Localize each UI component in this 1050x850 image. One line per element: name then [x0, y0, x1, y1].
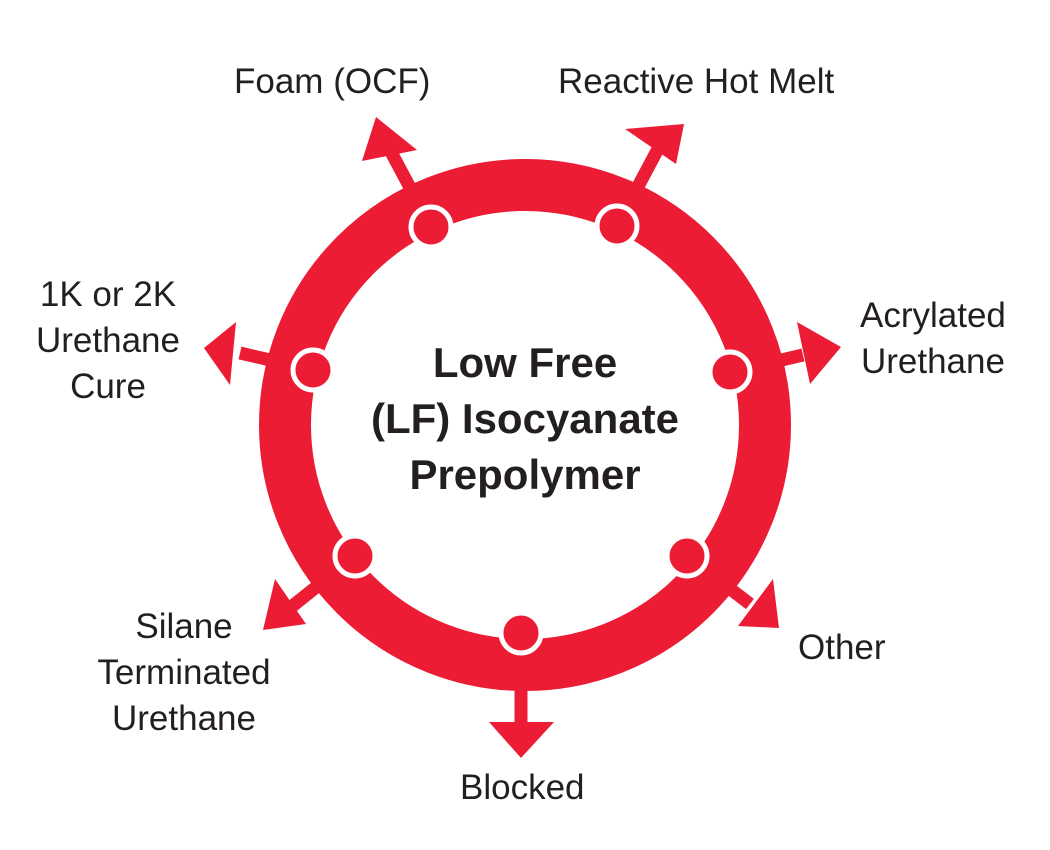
- label-reactive-hot-melt: Reactive Hot Melt: [558, 59, 834, 105]
- center-title: Low Free (LF) Isocyanate Prepolymer: [355, 335, 695, 503]
- label-line: Blocked: [460, 768, 585, 807]
- knob-silane-terminated-urethane: [332, 533, 378, 579]
- label-urethane-cure: 1K or 2K Urethane Cure: [22, 272, 194, 410]
- label-line: Acrylated: [860, 296, 1006, 335]
- label-line: Terminated: [97, 653, 271, 692]
- knob-reactive-hot-melt: [594, 203, 640, 249]
- center-title-line: Prepolymer: [409, 451, 641, 498]
- label-line: Silane: [135, 607, 233, 646]
- knob-acrylated-urethane: [707, 349, 753, 395]
- label-foam: Foam (OCF): [234, 59, 430, 105]
- label-other: Other: [798, 625, 886, 671]
- knob-foam: [408, 204, 454, 250]
- label-line: Other: [798, 628, 886, 667]
- label-silane-terminated-urethane: Silane Terminated Urethane: [84, 604, 284, 742]
- center-title-line: (LF) Isocyanate: [370, 395, 680, 442]
- label-line: 1K or 2K: [39, 275, 177, 314]
- label-line: Reactive Hot Melt: [558, 62, 835, 101]
- label-blocked: Blocked: [460, 765, 585, 811]
- label-line: Urethane: [36, 321, 180, 360]
- label-line: Cure: [70, 367, 146, 406]
- center-title-line: Low Free: [432, 339, 618, 386]
- label-line: Urethane: [112, 699, 256, 738]
- label-line: Urethane: [860, 342, 1005, 381]
- knob-other: [664, 533, 710, 579]
- label-acrylated-urethane: Acrylated Urethane: [860, 293, 1006, 385]
- knob-urethane-cure: [290, 347, 336, 393]
- label-line: Foam (OCF): [234, 62, 431, 101]
- knob-blocked: [498, 610, 544, 656]
